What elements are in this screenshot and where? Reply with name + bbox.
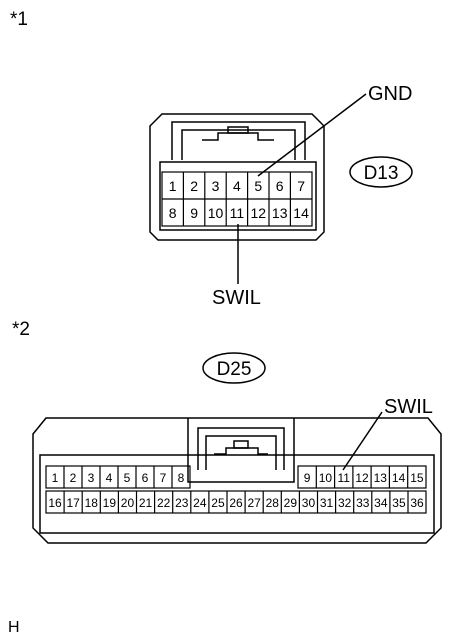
d25-pin-numbers: 1 2 3 4 5 6 7 8 9 10 11 12 13 14 15 16 1… [48, 471, 424, 510]
d25-pin: 10 [319, 471, 333, 485]
d25-pin: 7 [160, 471, 167, 485]
d25-pin: 1 [52, 471, 59, 485]
d25-pin: 15 [410, 471, 424, 485]
d25-pin: 31 [320, 496, 334, 510]
d25-pin: 22 [157, 496, 171, 510]
d25-code-badge: D25 [202, 352, 266, 384]
d25-pin: 8 [178, 471, 185, 485]
d13-code-badge: D13 [349, 156, 413, 188]
d13-pin: 2 [190, 178, 198, 194]
d13-gnd-label: GND [368, 83, 413, 105]
d25-pin: 11 [337, 471, 350, 485]
connector-d13 [149, 93, 367, 284]
d25-pin: 30 [302, 496, 316, 510]
d13-pin: 14 [293, 205, 309, 221]
d13-code: D13 [364, 163, 399, 184]
page-id: H [8, 619, 20, 636]
d13-pin: 8 [169, 205, 177, 221]
d25-pin: 3 [88, 471, 95, 485]
marker-1: *1 [10, 9, 28, 30]
d25-pin: 17 [66, 496, 80, 510]
d13-pin: 10 [208, 205, 224, 221]
d25-pin: 28 [266, 496, 280, 510]
d25-pin: 36 [410, 496, 424, 510]
d25-pin: 29 [284, 496, 298, 510]
d25-pin: 34 [374, 496, 388, 510]
d25-pin: 5 [124, 471, 131, 485]
d25-pin: 27 [247, 496, 261, 510]
connector-d25 [32, 411, 442, 544]
d25-pin: 24 [193, 496, 207, 510]
d25-pin: 26 [229, 496, 243, 510]
marker-2: *2 [12, 319, 30, 340]
d13-pin: 11 [230, 205, 245, 221]
d25-pin: 21 [139, 496, 153, 510]
d25-swil-label: SWIL [384, 396, 433, 418]
d25-pin: 19 [103, 496, 117, 510]
d25-pin: 4 [106, 471, 113, 485]
d25-pin: 12 [355, 471, 369, 485]
d13-pin-numbers: 1 2 3 4 5 6 7 8 9 10 11 12 13 14 [169, 178, 309, 221]
d25-pin: 35 [392, 496, 406, 510]
d13-pin: 13 [272, 205, 288, 221]
d25-pin: 6 [142, 471, 149, 485]
d25-code: D25 [217, 359, 252, 380]
d25-pin: 13 [374, 471, 388, 485]
d13-swil-label: SWIL [212, 287, 261, 309]
d25-pin: 18 [85, 496, 99, 510]
d25-pin: 20 [121, 496, 135, 510]
d13-pin: 4 [233, 178, 241, 194]
d25-pin: 33 [356, 496, 370, 510]
d13-pin: 12 [251, 205, 267, 221]
d13-pin: 7 [297, 178, 305, 194]
d13-pin: 6 [276, 178, 284, 194]
d25-pin: 25 [211, 496, 225, 510]
d13-pin: 5 [254, 178, 262, 194]
d25-pin: 14 [392, 471, 406, 485]
d25-pin: 23 [175, 496, 189, 510]
d13-pin: 3 [212, 178, 220, 194]
d13-pin: 1 [169, 178, 177, 194]
d25-pin: 2 [70, 471, 77, 485]
d25-pin: 32 [338, 496, 352, 510]
d25-pin: 16 [48, 496, 62, 510]
d13-pin: 9 [190, 205, 198, 221]
d25-pin: 9 [304, 471, 311, 485]
